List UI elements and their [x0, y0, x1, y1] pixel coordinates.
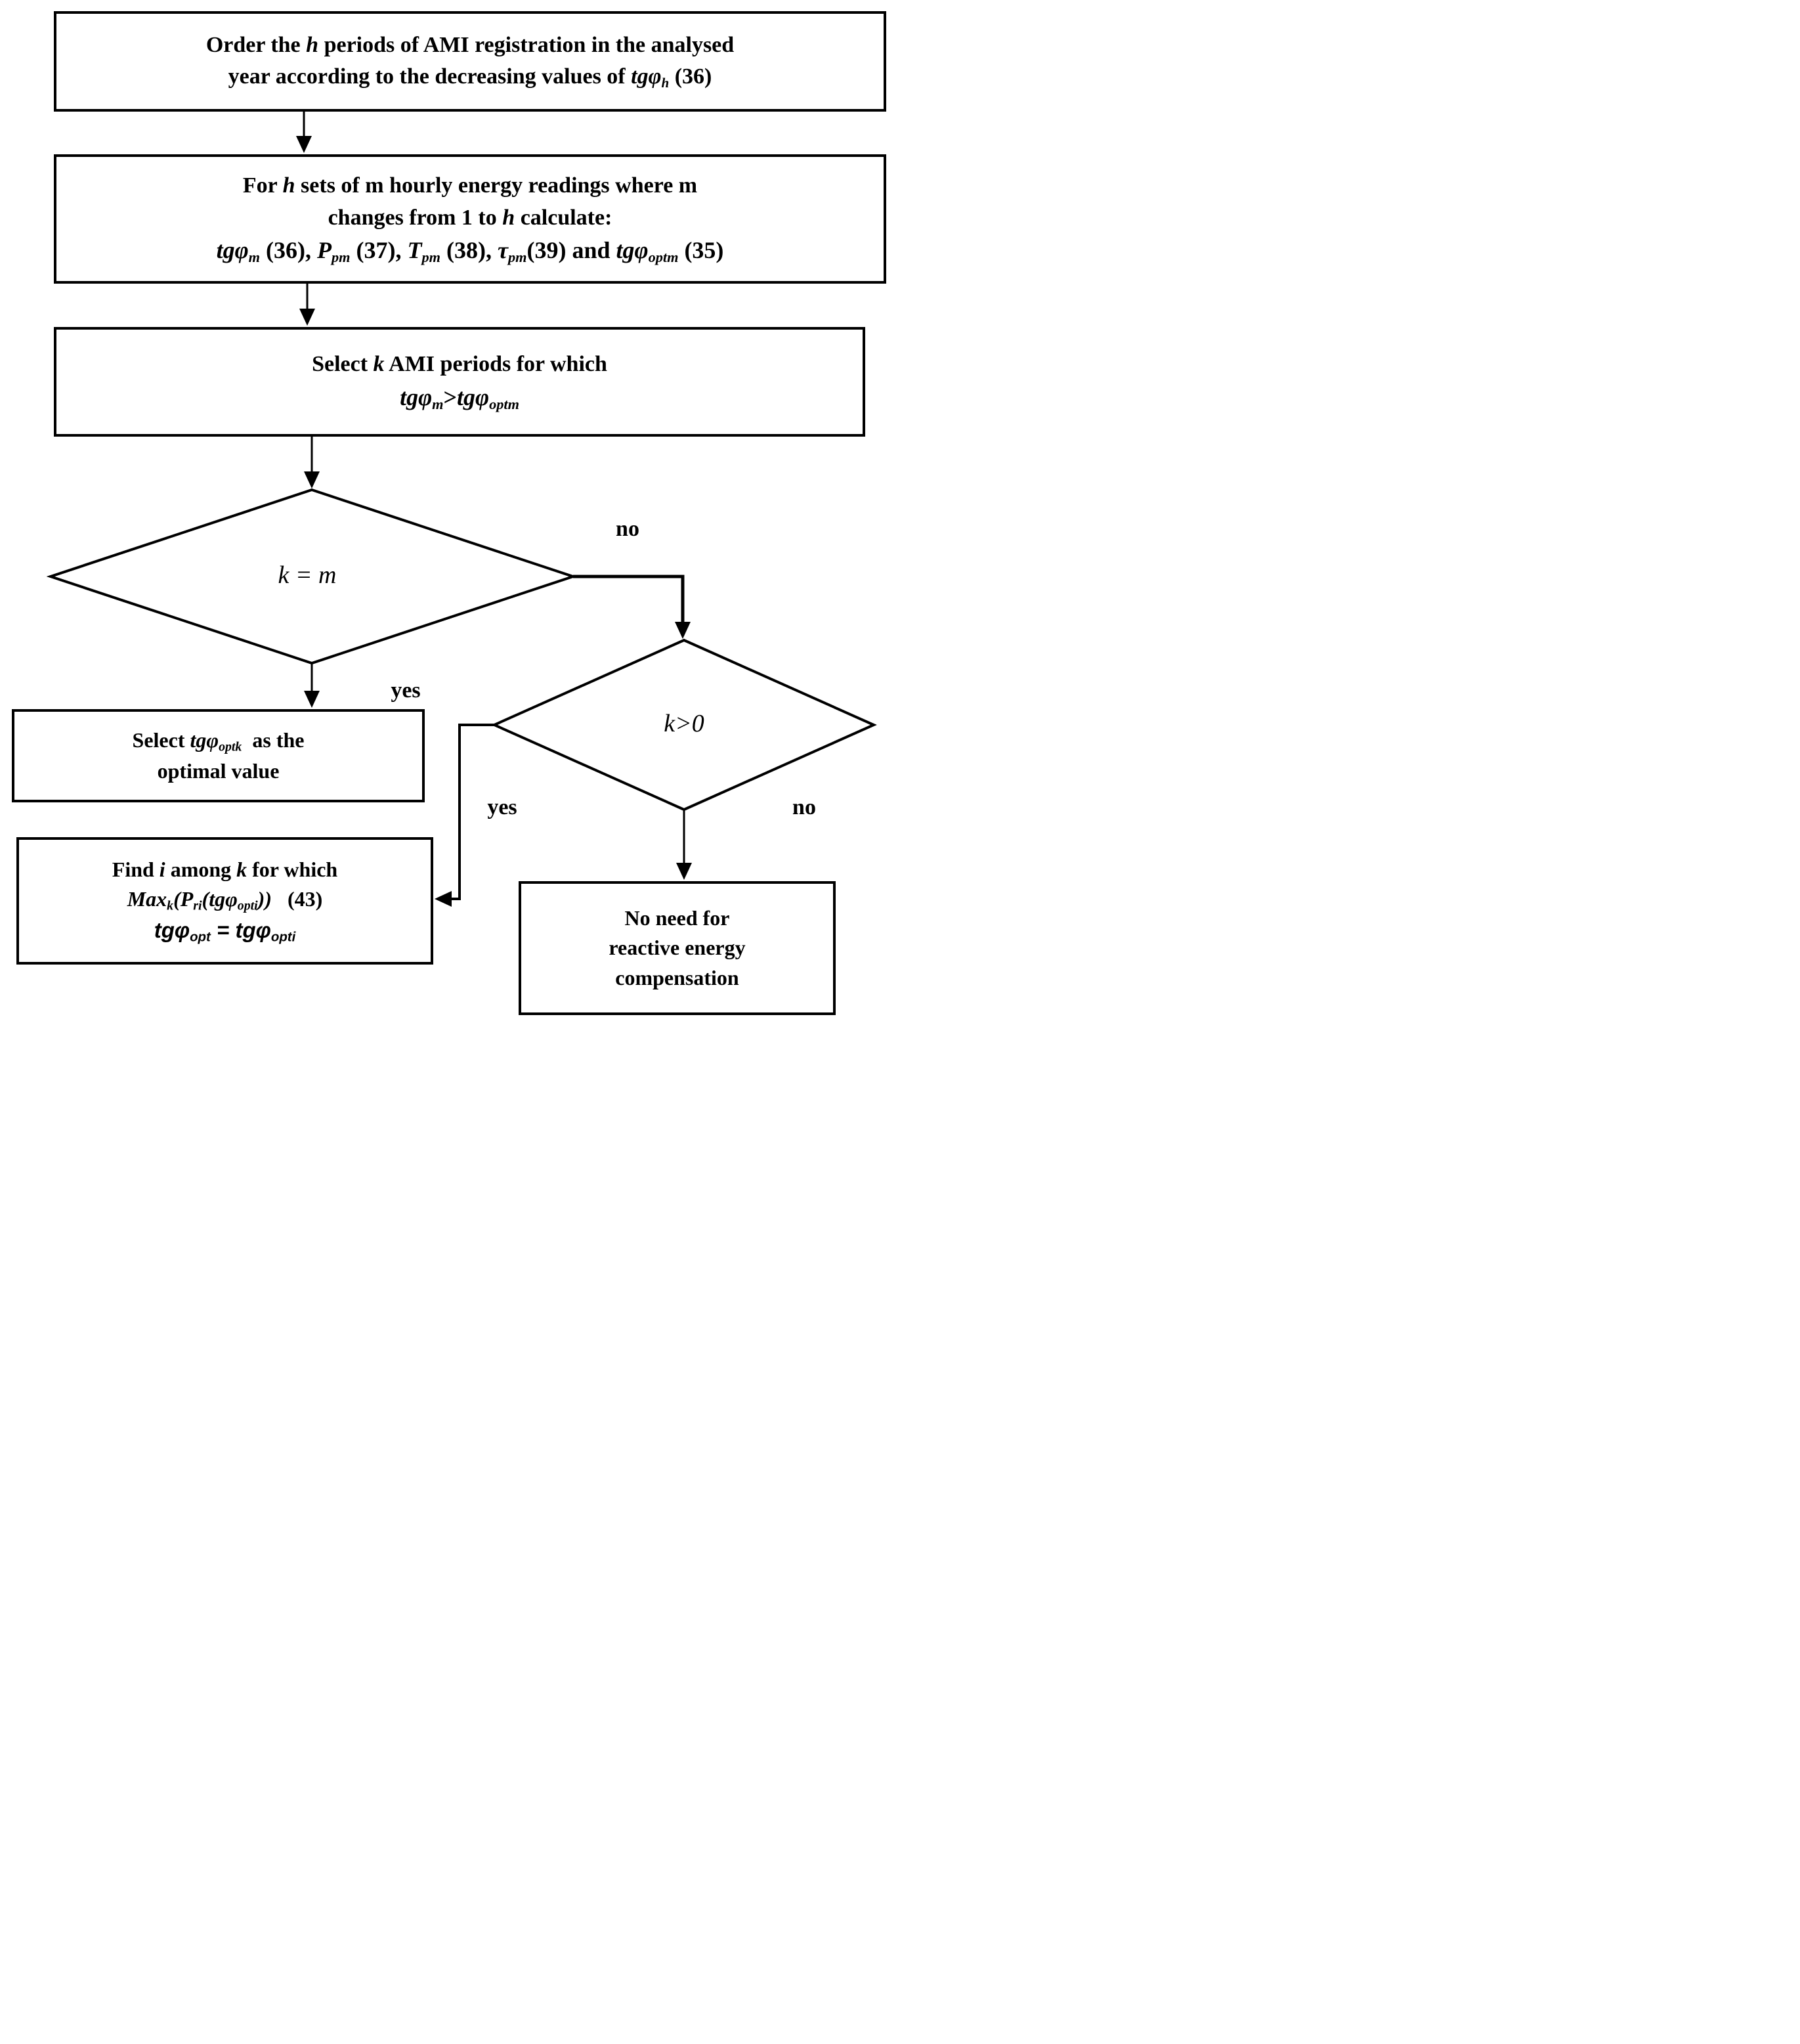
connector-layer [46, 112, 877, 907]
arrow-diamond2-yes-head [435, 891, 452, 907]
process-box-select-optimal: Select tgφoptk as the optimal value [12, 709, 425, 802]
process-box-select-k: Select k AMI periods for which tgφm>tgφo… [54, 327, 865, 437]
formula-line: tgφopt = tgφopti [154, 918, 296, 945]
edge-label-yes-1: yes [391, 678, 421, 703]
arrow-diamond1-no-elbow [573, 575, 685, 622]
arrow-diamond1-no-head [675, 622, 691, 639]
edge-label-no-1: no [616, 517, 639, 541]
text-line: year according to the decreasing values … [228, 64, 712, 91]
arrow-order-to-calculate-head [296, 136, 312, 153]
arrow-selectk-to-diamond1-head [304, 471, 320, 489]
flowchart-canvas: Order the h periods of AMI registration … [0, 0, 900, 1022]
process-box-order-periods: Order the h periods of AMI registration … [54, 11, 886, 112]
text-line: Select k AMI periods for which [312, 352, 607, 377]
process-box-find-i: Find i among k for which Maxk(Pri(tgφopt… [16, 837, 433, 965]
formula-line: Maxk(Pri(tgφopti)) (43) [127, 887, 323, 914]
edge-label-no-2: no [792, 795, 816, 819]
text-line: compensation [615, 965, 739, 989]
decision-label-k-gt-0: k>0 [664, 710, 704, 737]
text-line: No need for [624, 905, 730, 930]
arrow-diamond2-yes-elbow [451, 724, 494, 900]
formula-line: tgφm>tgφoptm [400, 383, 519, 412]
text-line: optimal value [157, 758, 280, 783]
text-line: Select tgφoptk as the [132, 728, 305, 754]
text-line: Find i among k for which [112, 858, 338, 882]
arrow-diamond2-no-head [676, 863, 692, 880]
decision-label-k-equals-m: k = m [278, 561, 337, 589]
arrow-diamond1-yes-head [304, 691, 320, 708]
text-line: reactive energy [609, 936, 746, 960]
edge-label-yes-2: yes [487, 795, 517, 819]
text-line: For h sets of m hourly energy readings w… [242, 173, 698, 198]
arrow-calculate-to-selectk-head [299, 309, 315, 326]
process-box-no-compensation: No need for reactive energy compensation [519, 881, 836, 1015]
text-line: changes from 1 to h calculate: [328, 205, 612, 230]
formula-line: tgφm (36), Ppm (37), Tpm (38), τpm(39) a… [216, 236, 724, 266]
text-line: Order the h periods of AMI registration … [205, 32, 735, 57]
process-box-calculate: For h sets of m hourly energy readings w… [54, 154, 886, 284]
